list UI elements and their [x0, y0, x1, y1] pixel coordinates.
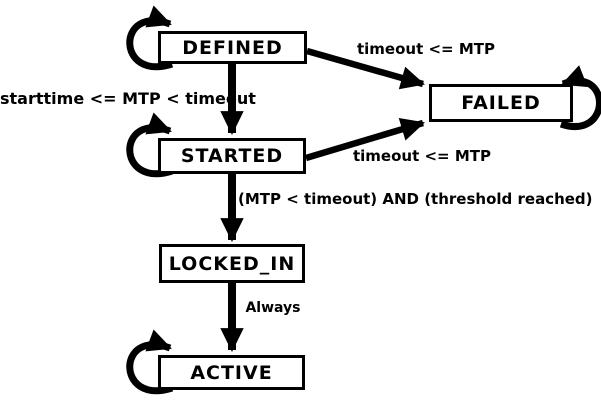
- state-started: STARTED: [158, 138, 306, 174]
- self-loop-arrow-defined: [126, 5, 174, 70]
- self-loop-arrow-started: [126, 112, 174, 177]
- self-loop-arrow-active: [126, 329, 174, 394]
- state-locked-in: LOCKED_IN: [159, 244, 305, 283]
- transition-label-lockedin-to-active: Always: [245, 300, 301, 316]
- transition-label-defined-to-started: starttime <= MTP < timeout: [0, 89, 256, 108]
- state-locked-in-label: LOCKED_IN: [168, 252, 296, 275]
- transition-label-started-to-lockedin: (MTP < timeout) AND (threshold reached): [238, 190, 593, 208]
- transition-arrow-defined-to-failed: [306, 47, 425, 90]
- state-defined: DEFINED: [158, 31, 307, 64]
- state-active: ACTIVE: [158, 355, 305, 390]
- state-defined-label: DEFINED: [182, 36, 283, 59]
- state-started-label: STARTED: [180, 145, 284, 167]
- transition-arrow-started-to-failed: [305, 118, 425, 162]
- transition-label-started-to-failed: timeout <= MTP: [352, 147, 491, 165]
- state-active-label: ACTIVE: [190, 361, 273, 384]
- state-failed-label: FAILED: [461, 92, 541, 114]
- transition-label-defined-to-failed: timeout <= MTP: [356, 40, 495, 58]
- state-failed: FAILED: [429, 84, 573, 122]
- self-loop-arrow-failed: [559, 65, 601, 130]
